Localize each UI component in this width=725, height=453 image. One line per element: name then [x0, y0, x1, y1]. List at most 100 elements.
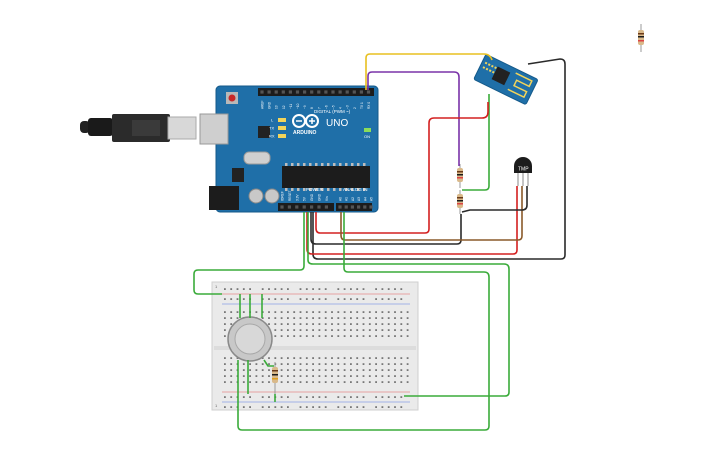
breadboard-hole[interactable]	[230, 406, 233, 408]
breadboard-hole[interactable]	[375, 363, 377, 365]
wire-green-5v-breadboard[interactable]	[193, 212, 305, 295]
breadboard-hole[interactable]	[400, 375, 403, 377]
header-pin-hole[interactable]	[267, 90, 271, 94]
breadboard-hole[interactable]	[343, 363, 346, 365]
breadboard-hole[interactable]	[387, 363, 390, 365]
header-pin-hole[interactable]	[260, 90, 264, 94]
breadboard-hole[interactable]	[337, 323, 340, 325]
breadboard-hole[interactable]	[387, 317, 390, 319]
breadboard-hole[interactable]	[305, 375, 308, 377]
breadboard-hole[interactable]	[406, 329, 409, 331]
breadboard-hole[interactable]	[394, 406, 396, 408]
breadboard-hole[interactable]	[400, 357, 403, 359]
breadboard-hole[interactable]	[318, 375, 321, 377]
tmp36-temperature-sensor[interactable]: TMP	[514, 157, 532, 186]
header-pin-hole[interactable]	[357, 205, 361, 209]
breadboard-hole[interactable]	[324, 317, 327, 319]
breadboard-hole[interactable]	[287, 406, 289, 408]
breadboard-hole[interactable]	[299, 381, 302, 383]
header-pin-hole[interactable]	[280, 205, 284, 209]
breadboard-hole[interactable]	[312, 329, 314, 331]
breadboard-hole[interactable]	[394, 317, 396, 319]
breadboard-hole[interactable]	[362, 335, 365, 337]
breadboard-hole[interactable]	[261, 396, 264, 398]
breadboard-hole[interactable]	[350, 317, 352, 319]
breadboard-hole[interactable]	[362, 311, 365, 313]
breadboard-hole[interactable]	[287, 357, 289, 359]
breadboard-hole[interactable]	[356, 317, 359, 319]
breadboard-hole[interactable]	[337, 335, 340, 337]
breadboard-hole[interactable]	[299, 369, 302, 371]
breadboard-hole[interactable]	[343, 298, 346, 300]
header-pin-hole[interactable]	[350, 205, 354, 209]
breadboard-hole[interactable]	[381, 375, 384, 377]
header-pin-hole[interactable]	[344, 205, 348, 209]
breadboard-hole[interactable]	[224, 329, 226, 331]
breadboard-hole[interactable]	[274, 406, 277, 408]
breadboard-hole[interactable]	[299, 311, 302, 313]
breadboard-hole[interactable]	[280, 298, 283, 300]
breadboard-hole[interactable]	[381, 298, 384, 300]
breadboard-hole[interactable]	[381, 329, 384, 331]
breadboard-hole[interactable]	[337, 317, 340, 319]
breadboard-hole[interactable]	[280, 357, 283, 359]
wire-black-tmp[interactable]	[461, 186, 528, 213]
breadboard-hole[interactable]	[356, 357, 359, 359]
header-pin-hole[interactable]	[310, 205, 314, 209]
wire-green-analog-breadboard[interactable]	[237, 212, 490, 431]
breadboard-hole[interactable]	[368, 375, 371, 377]
breadboard-hole[interactable]	[230, 298, 233, 300]
breadboard-hole[interactable]	[274, 298, 277, 300]
header-pin-hole[interactable]	[366, 90, 371, 94]
header-pin-hole[interactable]	[363, 205, 367, 209]
breadboard-hole[interactable]	[337, 396, 340, 398]
breadboard-hole[interactable]	[224, 363, 226, 365]
breadboard-hole[interactable]	[287, 329, 289, 331]
esp8266-wifi-module[interactable]	[473, 54, 538, 105]
breadboard-hole[interactable]	[350, 406, 352, 408]
breadboard-hole[interactable]	[324, 329, 327, 331]
breadboard-hole[interactable]	[406, 335, 409, 337]
header-pin-hole[interactable]	[369, 205, 373, 209]
breadboard-hole[interactable]	[318, 317, 321, 319]
breadboard-hole[interactable]	[400, 288, 403, 290]
breadboard-hole[interactable]	[293, 381, 296, 383]
header-pin-hole[interactable]	[310, 90, 314, 94]
breadboard-hole[interactable]	[287, 317, 289, 319]
breadboard-hole[interactable]	[242, 363, 245, 365]
breadboard-hole[interactable]	[324, 288, 327, 290]
breadboard-hole[interactable]	[337, 357, 340, 359]
resistor-breadboard[interactable]	[272, 362, 278, 394]
breadboard-hole[interactable]	[305, 317, 308, 319]
breadboard-hole[interactable]	[400, 363, 403, 365]
breadboard-hole[interactable]	[368, 329, 371, 331]
breadboard-hole[interactable]	[394, 335, 396, 337]
breadboard-hole[interactable]	[236, 288, 239, 290]
breadboard-hole[interactable]	[261, 357, 264, 359]
breadboard-hole[interactable]	[305, 329, 308, 331]
breadboard-hole[interactable]	[236, 317, 239, 319]
breadboard-hole[interactable]	[249, 396, 251, 398]
breadboard-hole[interactable]	[362, 329, 365, 331]
breadboard-hole[interactable]	[331, 357, 333, 359]
breadboard-hole[interactable]	[343, 381, 346, 383]
breadboard-hole[interactable]	[381, 317, 384, 319]
breadboard-hole[interactable]	[394, 381, 396, 383]
breadboard-hole[interactable]	[268, 288, 270, 290]
breadboard-hole[interactable]	[230, 317, 233, 319]
breadboard-hole[interactable]	[287, 335, 289, 337]
breadboard-hole[interactable]	[230, 323, 233, 325]
header-pin-hole[interactable]	[288, 90, 292, 94]
breadboard-hole[interactable]	[368, 369, 371, 371]
breadboard-hole[interactable]	[400, 396, 403, 398]
breadboard-hole[interactable]	[387, 357, 390, 359]
header-pin-hole[interactable]	[324, 90, 328, 94]
breadboard-hole[interactable]	[375, 323, 377, 325]
breadboard-hole[interactable]	[268, 363, 270, 365]
breadboard-hole[interactable]	[268, 406, 270, 408]
breadboard-hole[interactable]	[242, 381, 245, 383]
breadboard-hole[interactable]	[343, 317, 346, 319]
breadboard-hole[interactable]	[337, 406, 340, 408]
breadboard-hole[interactable]	[324, 335, 327, 337]
